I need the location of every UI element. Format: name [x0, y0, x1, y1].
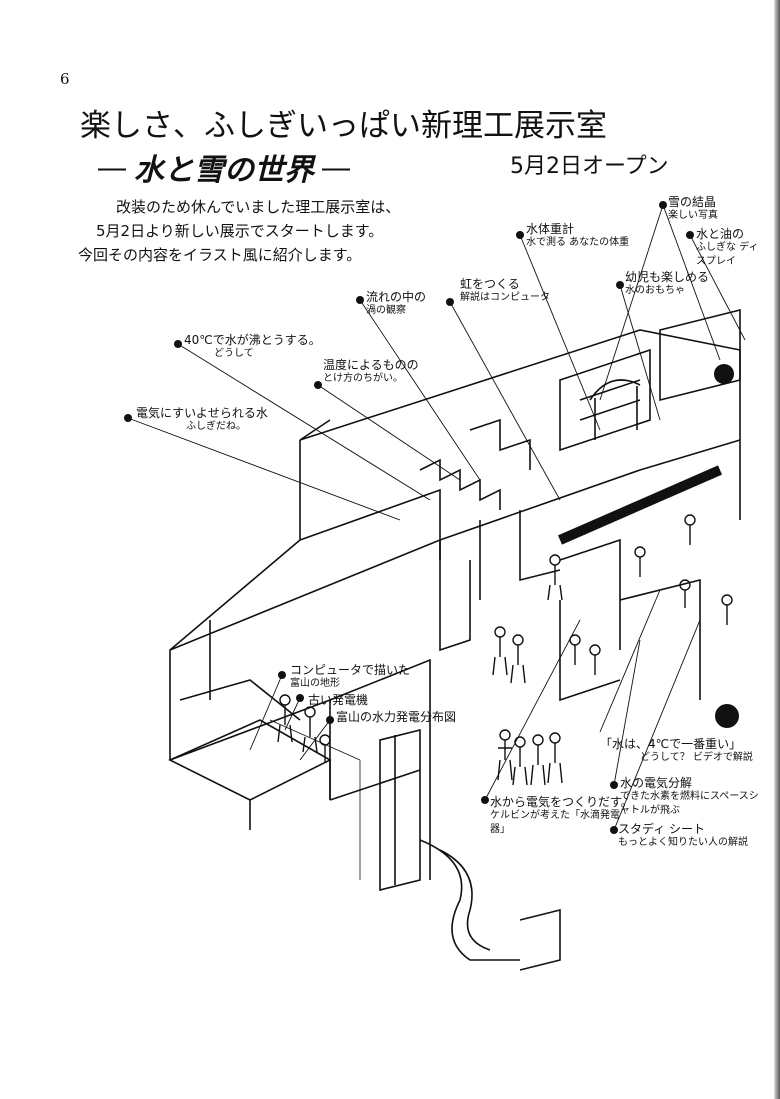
callout-old-generator: 古い発電機	[308, 693, 369, 707]
intro-line: 改装のため休んでいました理工展示室は、	[116, 198, 401, 216]
callout-computer-terrain: コンピュータで描いた 富山の地形	[290, 663, 411, 689]
intro-line: 今回その内容をイラスト風に紹介します。	[78, 246, 362, 264]
callout-vortex: 流れの中の 渦の観察	[366, 290, 427, 316]
callout-melting: 温度によるものの とけ方のちがい。	[323, 358, 419, 384]
page-edge-shadow	[774, 0, 780, 1099]
page-title: 楽しさ、ふしぎいっぱい新理工展示室	[80, 108, 607, 144]
page-subtitle: ― 水と雪の世界 ―	[98, 145, 350, 189]
callout-toddler-toys: 幼児も楽しめる 水のおもちゃ	[625, 270, 710, 296]
callout-hydro-map: 富山の水力発電分布図	[336, 710, 457, 724]
callout-snow-crystal: 雪の結晶 楽しい写真	[668, 195, 718, 221]
callout-water-4c: 「水は、4℃で一番重い」 どうして？ ビデオで解説	[600, 737, 753, 763]
callout-rainbow: 虹をつくる 解説はコンピュータ	[460, 277, 550, 303]
opening-date: 5月2日オープン	[510, 154, 669, 179]
subtitle-dash-right: ―	[322, 150, 350, 184]
callout-electric-water: 電気にすいよせられる水 ふしぎだね。	[136, 406, 268, 432]
callout-electrolysis: 水の電気分解 できた水素を燃料にスペースシャトルが飛ぶ	[620, 776, 759, 816]
callout-study-sheet: スタディ シート もっとよく知りたい人の解説	[618, 822, 748, 848]
subtitle-text: 水と雪の世界	[134, 153, 314, 188]
page-number: 6	[60, 70, 70, 88]
subtitle-dash-left: ―	[98, 150, 126, 184]
callout-boiling: 40℃で水が沸とうする。 どうして	[184, 333, 321, 359]
callout-water-oil: 水と油の ふしぎな ディスプレイ	[696, 227, 759, 267]
callout-kelvin-generator: 水から電気をつくりだす。 ケルビンが考えた「水滴発電器」	[490, 795, 633, 835]
intro-paragraph: 改装のため休んでいました理工展示室は、 5月2日より新しい展示でスタートします。…	[78, 195, 458, 267]
callout-water-scale: 水体重計 水で測る あなたの体重	[526, 222, 630, 248]
intro-line: 5月2日より新しい展示でスタートします。	[96, 222, 384, 240]
